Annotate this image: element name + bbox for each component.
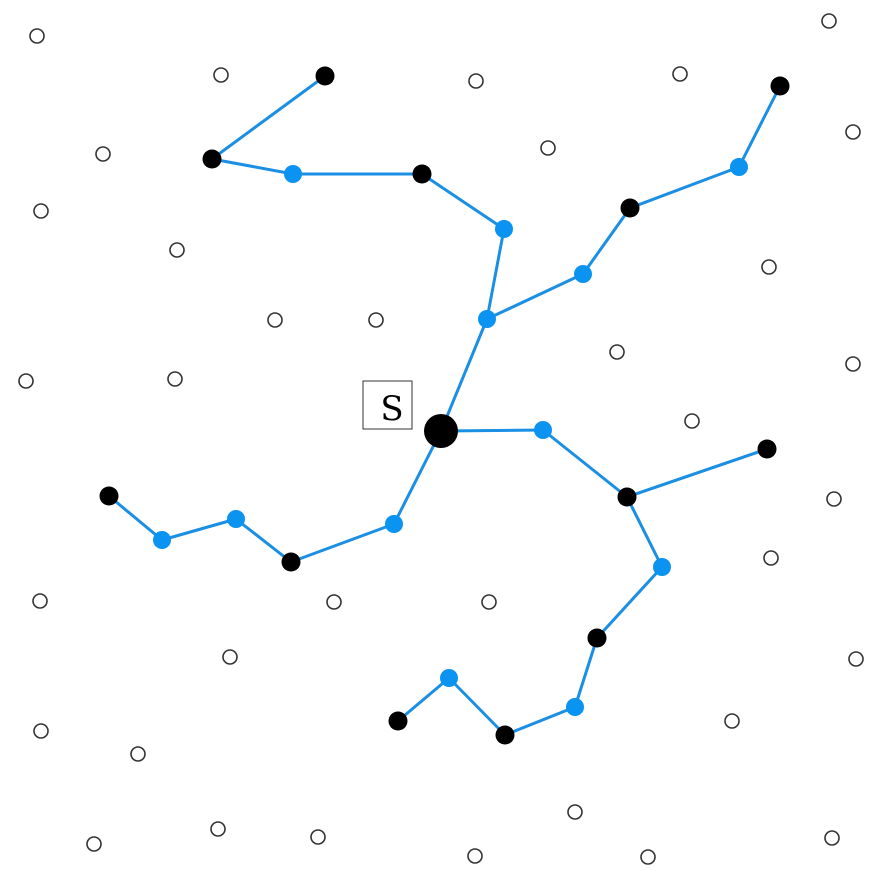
tree-edge [581,206,632,276]
source-node [424,414,458,448]
idle-node [18,373,34,389]
idle-node [213,67,229,83]
relay-node [385,515,403,533]
tree-edge [503,705,577,737]
idle-node [222,649,238,665]
tree-edge [392,429,443,526]
tree-edge [210,74,327,161]
relay-node [440,669,458,687]
relay-node [227,510,245,528]
relay-node [534,421,552,439]
terminal-node [770,76,790,96]
tree-edge [573,636,599,709]
idle-node [481,594,497,610]
terminal-node [281,552,301,572]
tree-edge [396,676,451,723]
terminal-node [388,711,408,731]
tree-edge [625,447,769,499]
source-label-text: S [380,389,403,429]
tree-edge [485,272,585,321]
relay-node [653,558,671,576]
relay-node [574,265,592,283]
idle-node [724,713,740,729]
tree-edge [439,317,489,433]
source-label: S [362,380,413,430]
idle-node [130,746,146,762]
relay-node [153,531,171,549]
terminal-node [587,628,607,648]
terminal-node [412,164,432,184]
idle-node [169,242,185,258]
idle-node [848,651,864,667]
terminal-node [620,198,640,218]
idle-node [32,593,48,609]
idle-node [326,594,342,610]
terminal-node [495,725,515,745]
idle-node [824,830,840,846]
relay-node [284,165,302,183]
tree-edge [234,517,293,564]
relay-nodes [153,158,748,716]
idle-node [821,13,837,29]
idle-node [609,344,625,360]
idle-nodes [18,13,864,865]
idle-node [29,28,45,44]
tree-edge [628,165,741,210]
idle-node [826,491,842,507]
tree-edge [447,676,507,737]
tree-edge [107,494,164,542]
tree-edge [541,428,629,499]
idle-node [210,821,226,837]
tree-edges [107,74,782,737]
idle-node [567,804,583,820]
idle-node [310,829,326,845]
idle-node [672,66,688,82]
terminal-nodes [99,66,790,745]
idle-node [640,849,656,865]
terminal-node [202,149,222,169]
tree-edge [160,517,238,542]
idle-node [167,371,183,387]
idle-node [368,312,384,328]
tree-edge [625,495,664,569]
relay-node [495,220,513,238]
source-label-box [362,380,413,430]
terminal-node [757,439,777,459]
relay-node [730,158,748,176]
tree-edge [595,565,664,640]
idle-node [95,146,111,162]
terminal-node [315,66,335,86]
idle-node [33,203,49,219]
idle-node [763,550,779,566]
idle-node [267,312,283,328]
idle-node [33,723,49,739]
tree-edge [420,172,506,231]
idle-node [761,259,777,275]
idle-node [684,413,700,429]
idle-node [845,124,861,140]
terminal-node [617,487,637,507]
idle-node [467,848,483,864]
idle-node [540,140,556,156]
relay-node [566,698,584,716]
tree-edge [210,157,295,176]
idle-node [468,73,484,89]
tree-edge [439,428,545,433]
tree-edge [485,227,506,321]
relay-node [478,310,496,328]
idle-node [845,356,861,372]
terminal-node [99,486,119,506]
idle-node [86,836,102,852]
tree-edge [737,84,782,169]
tree-edge [289,522,396,564]
